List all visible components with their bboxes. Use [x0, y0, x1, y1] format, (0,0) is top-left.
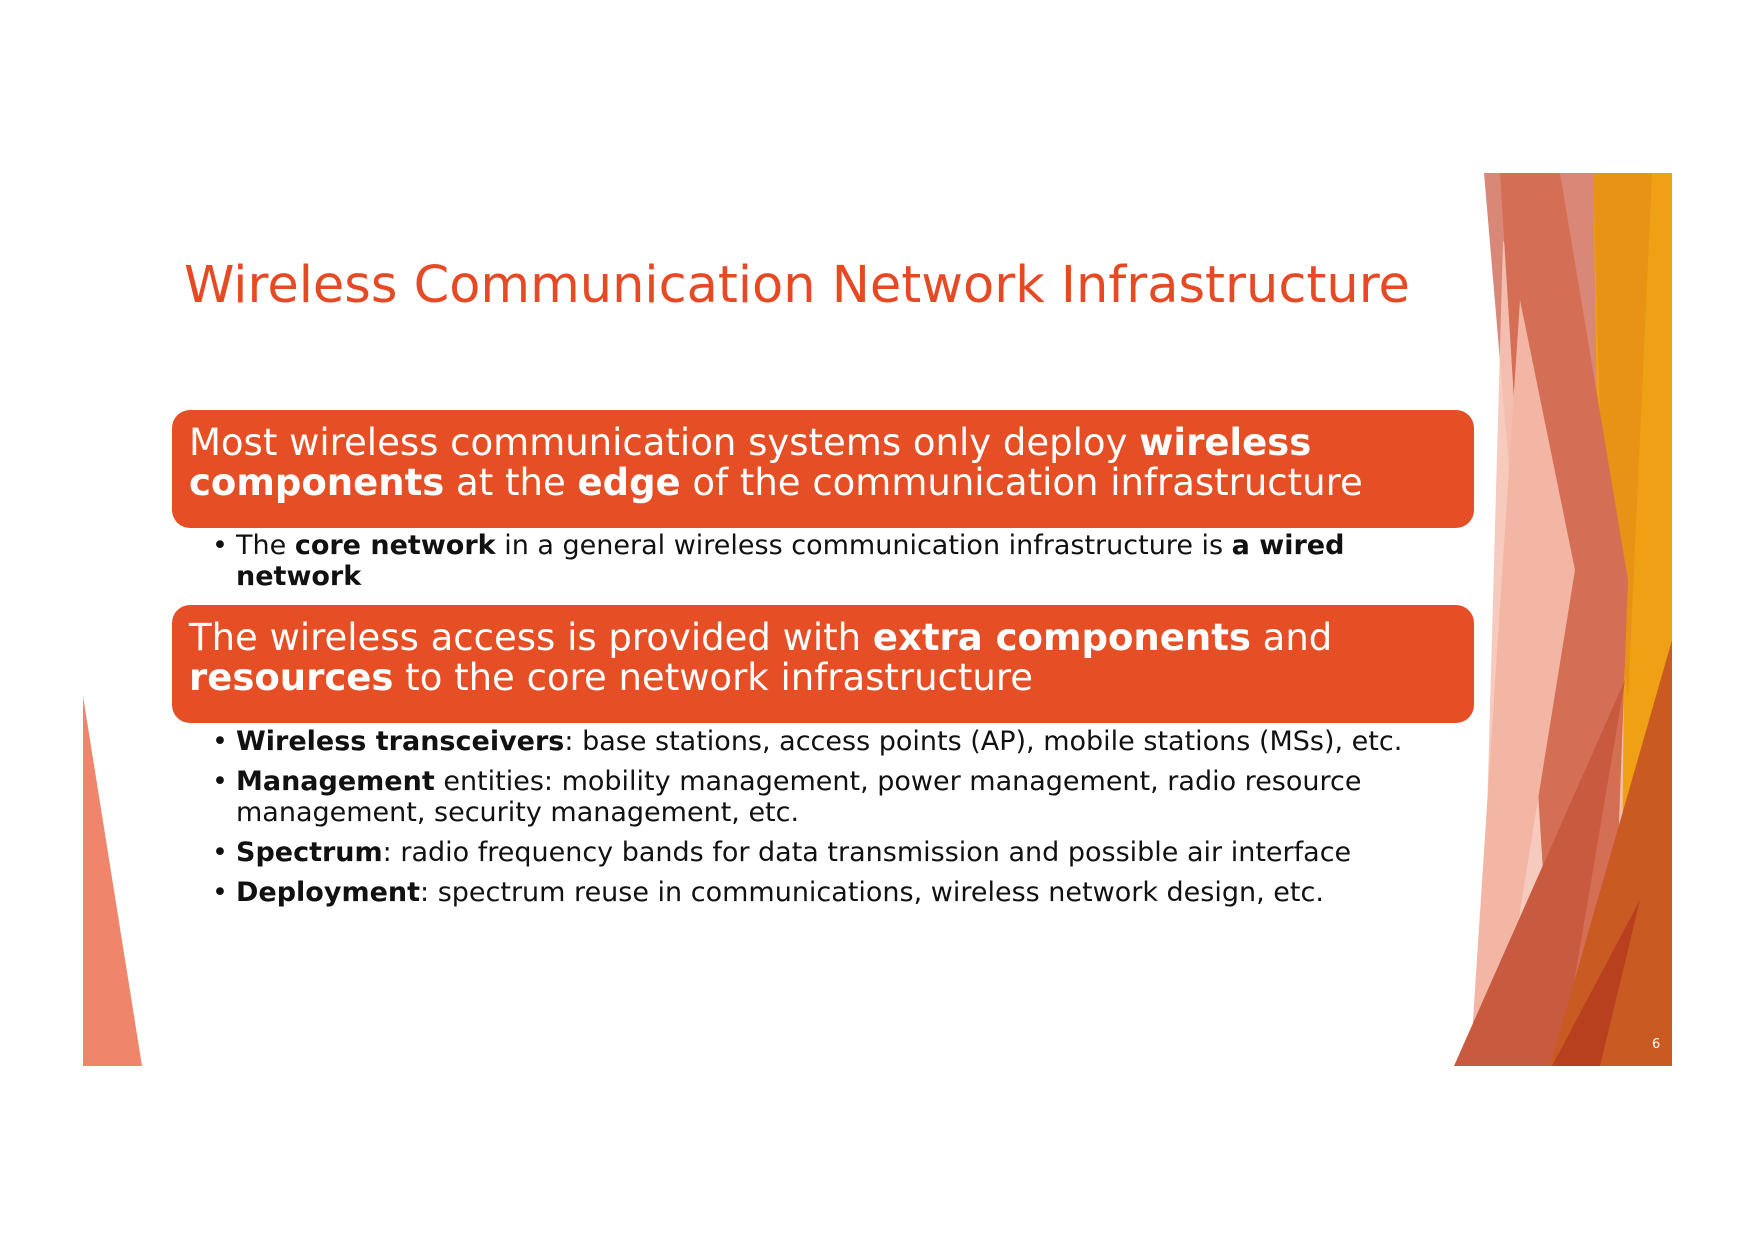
box2-bold-1: extra components	[872, 616, 1251, 659]
bullet-bold: Spectrum	[236, 837, 383, 868]
left-accent-triangle	[83, 696, 142, 1066]
box1-bold-2: edge	[577, 461, 681, 504]
page-number: 6	[1652, 1037, 1661, 1052]
bullet-bold: core network	[294, 530, 496, 561]
bullet-list-core-network: The core network in a general wireless c…	[212, 530, 1412, 601]
highlight-box-edge-components: Most wireless communication systems only…	[172, 410, 1474, 528]
list-item: Wireless transceivers: base stations, ac…	[212, 726, 1452, 757]
bullet-text: entities: mobility management, power man…	[236, 766, 1362, 828]
box1-text-2: at the	[444, 461, 578, 504]
list-item: Management entities: mobility management…	[212, 766, 1452, 828]
box2-text-3: to the core network infrastructure	[393, 656, 1034, 699]
bullet-list-extra-components: Wireless transceivers: base stations, ac…	[212, 726, 1452, 917]
list-item: Spectrum: radio frequency bands for data…	[212, 837, 1452, 868]
bullet-text: The	[236, 530, 295, 561]
bullet-text: in a general wireless communication infr…	[495, 530, 1232, 561]
bullet-text: : radio frequency bands for data transmi…	[382, 837, 1352, 868]
bullet-bold: Deployment	[236, 877, 421, 908]
highlight-box-wireless-access: The wireless access is provided with ext…	[172, 605, 1474, 723]
list-item: Deployment: spectrum reuse in communicat…	[212, 877, 1452, 908]
slide-title: Wireless Communication Network Infrastru…	[184, 256, 1410, 315]
box1-text-1: Most wireless communication systems only…	[189, 421, 1140, 464]
bullet-bold: Management	[236, 766, 435, 797]
right-facet-rust	[1550, 640, 1672, 1066]
right-facet-deep-red	[1552, 900, 1640, 1066]
right-facet-orange-dark	[1593, 173, 1652, 700]
box2-text-1: The wireless access is provided with	[189, 616, 873, 659]
bullet-bold: Wireless transceivers	[236, 726, 565, 757]
list-item: The core network in a general wireless c…	[212, 530, 1412, 592]
bullet-bold: a wired network	[236, 530, 1345, 592]
bullet-text: : base stations, access points (AP), mob…	[564, 726, 1403, 757]
bullet-text: : spectrum reuse in communications, wire…	[420, 877, 1324, 908]
box1-bold-1: wireless components	[189, 421, 1312, 504]
right-facet-light-pink	[1470, 300, 1575, 1066]
box2-text-2: and	[1250, 616, 1333, 659]
box2-bold-2: resources	[189, 656, 394, 699]
box1-text-3: of the communication infrastructure	[680, 461, 1363, 504]
right-facet-red	[1454, 680, 1625, 1066]
